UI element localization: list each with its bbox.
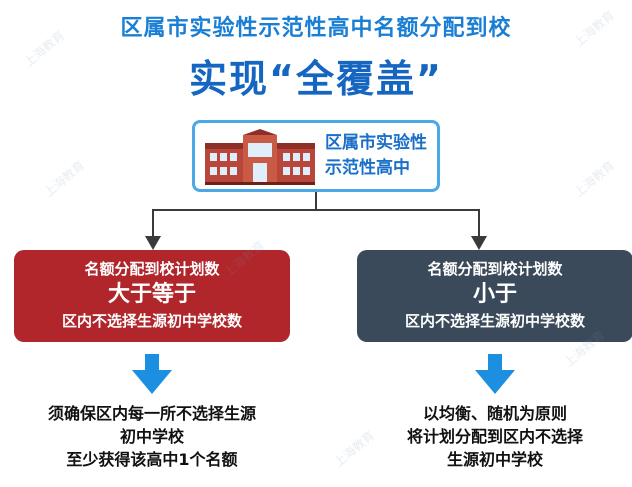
down-arrow-left-icon [132, 354, 172, 394]
arrow-right-icon [471, 236, 487, 250]
right-branch-line3: 区内不选择生源初中学校数 [404, 312, 585, 330]
school-building-icon [205, 129, 315, 185]
right-outcome: 以均衡、随机为原则 将计划分配到区内不选择 生源初中学校 [406, 404, 583, 469]
connector-right-drop [478, 209, 480, 239]
right-branch-line2: 小于 [472, 282, 517, 307]
left-branch-box: 名额分配到校计划数 大于等于 区内不选择生源初中学校数 [14, 250, 290, 342]
right-branch-box: 名额分配到校计划数 小于 区内不选择生源初中学校数 [357, 250, 632, 342]
connector-left-drop [152, 209, 154, 239]
connector-vertical [315, 192, 317, 210]
watermark: 上海教育 [571, 158, 618, 200]
top-node: 区属市实验性 示范性高中 [192, 120, 440, 192]
right-branch-line1: 名额分配到校计划数 [427, 260, 563, 278]
left-branch-line2: 大于等于 [107, 282, 196, 307]
left-outcome: 须确保区内每一所不选择生源 初中学校 至少获得该高中1个名额 [47, 404, 256, 469]
watermark: 上海教育 [41, 158, 88, 200]
title: 区属市实验性示范性高中名额分配到校 [120, 16, 512, 41]
arrow-left-icon [145, 236, 161, 250]
left-branch-line1: 名额分配到校计划数 [84, 260, 220, 278]
connector-horizontal [152, 209, 480, 211]
down-arrow-right-icon [475, 354, 515, 394]
subtitle: 实现“全覆盖” [189, 57, 443, 101]
left-branch-line3: 区内不选择生源初中学校数 [61, 312, 242, 330]
top-node-label: 区属市实验性 示范性高中 [325, 133, 427, 178]
